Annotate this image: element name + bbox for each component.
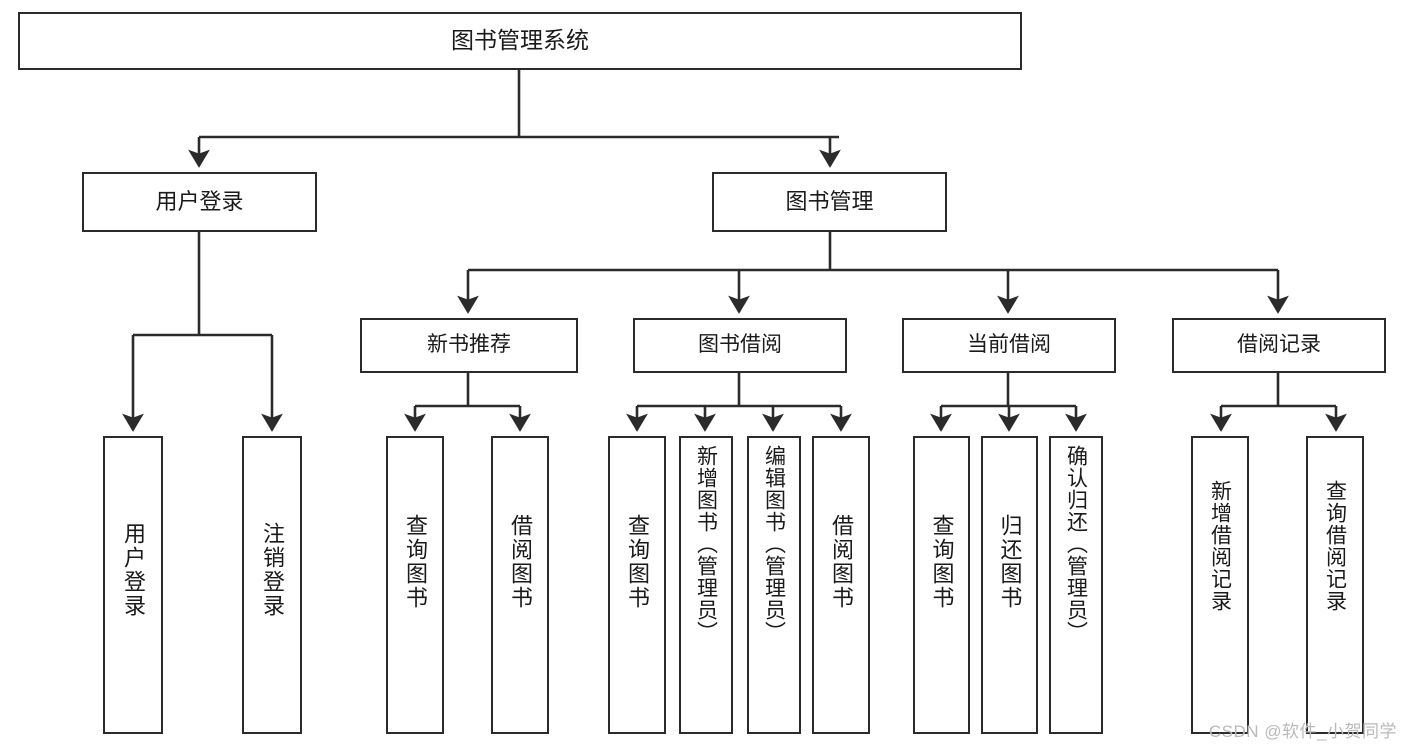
node-leaf-borrow-book-1-label: 借阅图书 <box>508 514 533 610</box>
node-leaf-query-book-3-label: 查询图书 <box>929 514 955 610</box>
node-current-borrow-label: 当前借阅 <box>967 333 1051 357</box>
node-leaf-user-login[interactable]: 用户登录 <box>103 436 163 734</box>
node-borrow-record-label: 借阅记录 <box>1237 333 1321 357</box>
node-leaf-return-book[interactable]: 归还图书 <box>981 436 1038 734</box>
node-leaf-query-book-1-label: 查询图书 <box>403 514 428 610</box>
node-borrow-record[interactable]: 借阅记录 <box>1172 318 1386 373</box>
node-user-login-label: 用户登录 <box>155 189 244 215</box>
node-leaf-query-book-2[interactable]: 查询图书 <box>608 436 666 734</box>
node-leaf-borrow-book-2[interactable]: 借阅图书 <box>812 436 870 734</box>
node-leaf-edit-book-label: 编辑图书（管理员） <box>762 445 786 643</box>
node-book-borrow-label: 图书借阅 <box>698 333 782 357</box>
node-leaf-query-record[interactable]: 查询借阅记录 <box>1306 436 1364 734</box>
node-leaf-confirm-return[interactable]: 确认归还（管理员） <box>1049 436 1103 734</box>
node-leaf-user-login-label: 用户登录 <box>121 522 146 618</box>
csdn-watermark: CSDN @软件_小贺同学 <box>1208 722 1397 741</box>
node-leaf-borrow-book-1[interactable]: 借阅图书 <box>491 436 549 734</box>
node-leaf-query-book-3[interactable]: 查询图书 <box>913 436 970 734</box>
node-book-management[interactable]: 图书管理 <box>712 172 947 232</box>
node-leaf-add-record[interactable]: 新增借阅记录 <box>1191 436 1249 734</box>
node-new-book-recommend[interactable]: 新书推荐 <box>360 318 578 373</box>
node-leaf-logout-login[interactable]: 注销登录 <box>242 436 302 734</box>
node-leaf-add-book[interactable]: 新增图书（管理员） <box>679 436 733 734</box>
node-new-book-recommend-label: 新书推荐 <box>427 333 511 357</box>
node-leaf-confirm-return-label: 确认归还（管理员） <box>1064 445 1088 643</box>
node-leaf-add-book-label: 新增图书（管理员） <box>694 445 718 643</box>
node-leaf-return-book-label: 归还图书 <box>997 514 1023 610</box>
node-leaf-query-record-label: 查询借阅记录 <box>1323 480 1347 612</box>
node-leaf-query-book-1[interactable]: 查询图书 <box>386 436 444 734</box>
node-root[interactable]: 图书管理系统 <box>18 12 1022 70</box>
node-book-management-label: 图书管理 <box>785 189 874 215</box>
node-user-login[interactable]: 用户登录 <box>82 172 317 232</box>
node-leaf-borrow-book-2-label: 借阅图书 <box>829 514 854 610</box>
node-leaf-edit-book[interactable]: 编辑图书（管理员） <box>747 436 801 734</box>
node-leaf-add-record-label: 新增借阅记录 <box>1208 480 1232 612</box>
node-leaf-logout-login-label: 注销登录 <box>260 522 285 618</box>
node-leaf-query-book-2-label: 查询图书 <box>625 514 650 610</box>
node-book-borrow[interactable]: 图书借阅 <box>633 318 847 373</box>
node-root-label: 图书管理系统 <box>451 27 589 54</box>
node-current-borrow[interactable]: 当前借阅 <box>902 318 1116 373</box>
